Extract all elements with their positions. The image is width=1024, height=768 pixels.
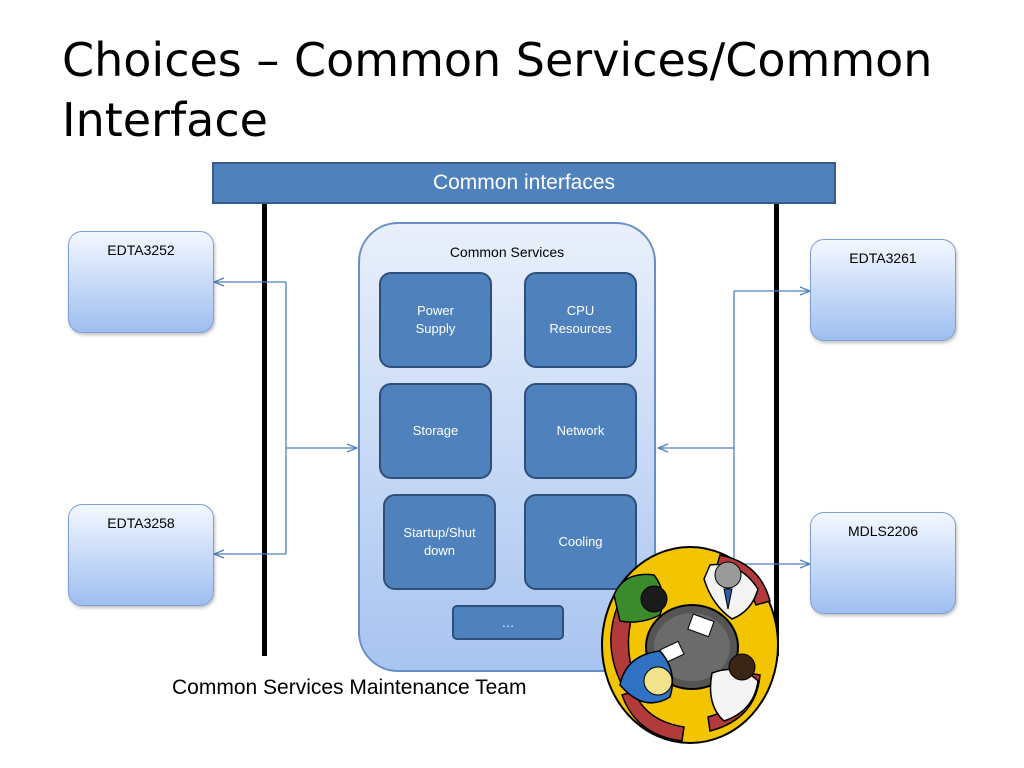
cooling-box: Cooling [524, 494, 637, 590]
network-label: Network [556, 423, 605, 438]
edta3258-label: EDTA3258 [107, 515, 175, 531]
common-services-title: Common Services [449, 244, 565, 260]
edta3252-label: EDTA3252 [107, 242, 175, 258]
edta3252-box: EDTA3252 [68, 231, 214, 333]
power-supply-box: Power Supply [379, 272, 492, 368]
right-vertical-rail [774, 204, 779, 656]
more-services-label: … [501, 614, 515, 630]
meeting-team-clipart-icon [601, 546, 779, 744]
power-supply-label: Power Supply [415, 303, 456, 336]
maintenance-team-caption: Common Services Maintenance Team [172, 676, 527, 699]
mdls2206-box: MDLS2206 [810, 512, 956, 614]
network-box: Network [524, 383, 637, 479]
storage-box: Storage [379, 383, 492, 479]
startup-shutdown-box: Startup/Shut down [383, 494, 496, 590]
startup-shutdown-label: Startup/Shut down [403, 525, 476, 558]
edta3261-box: EDTA3261 [810, 239, 956, 341]
common-interfaces-bar: Common interfaces [212, 162, 836, 204]
edta3261-label: EDTA3261 [849, 250, 917, 266]
mdls2206-label: MDLS2206 [847, 523, 919, 539]
slide-title: Choices – Common Services/Common Interfa… [62, 33, 933, 147]
more-services-box: … [452, 605, 564, 640]
left-vertical-rail [262, 204, 267, 656]
cooling-label: Cooling [558, 534, 603, 549]
cpu-resources-box: CPU Resources [524, 272, 637, 368]
cpu-resources-label: CPU Resources [549, 303, 612, 336]
edta3258-box: EDTA3258 [68, 504, 214, 606]
common-interfaces-label: Common interfaces [432, 171, 616, 194]
storage-label: Storage [412, 423, 459, 438]
